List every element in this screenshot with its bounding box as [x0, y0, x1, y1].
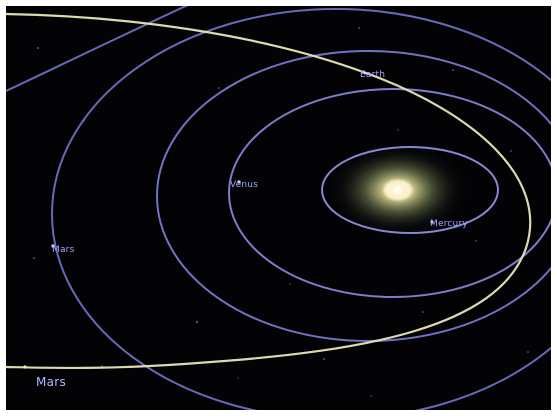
outer-marker: [23, 365, 27, 369]
planet-orbits: [6, 6, 551, 410]
venus-marker: [237, 180, 241, 184]
outer-object-label: Mars: [36, 375, 66, 389]
mars-orbit-label: Mars: [52, 245, 75, 255]
mercury-marker: [430, 220, 434, 224]
mercury-orbit-label: Mercury: [430, 219, 468, 229]
solar-system-scene: Earth Venus Mercury Mars Mars: [6, 6, 551, 410]
mars-marker: [51, 244, 55, 248]
orbit-earth: [156, 50, 551, 342]
orbit-venus: [228, 88, 551, 298]
orbit-mercury: [321, 146, 499, 234]
comet-orbit: [6, 12, 532, 370]
orbit-diagram-svg: Earth Venus Mercury Mars Mars: [6, 6, 551, 410]
venus-orbit-label: Venus: [230, 180, 258, 190]
orbit-markers: [23, 71, 434, 369]
space-background: [6, 6, 551, 410]
orbit-mars: [51, 8, 551, 410]
outer-orbit-segment: [6, 6, 189, 92]
earth-marker: [363, 71, 367, 75]
earth-orbit-label: Earth: [360, 70, 385, 80]
sun-glow: [322, 140, 474, 240]
